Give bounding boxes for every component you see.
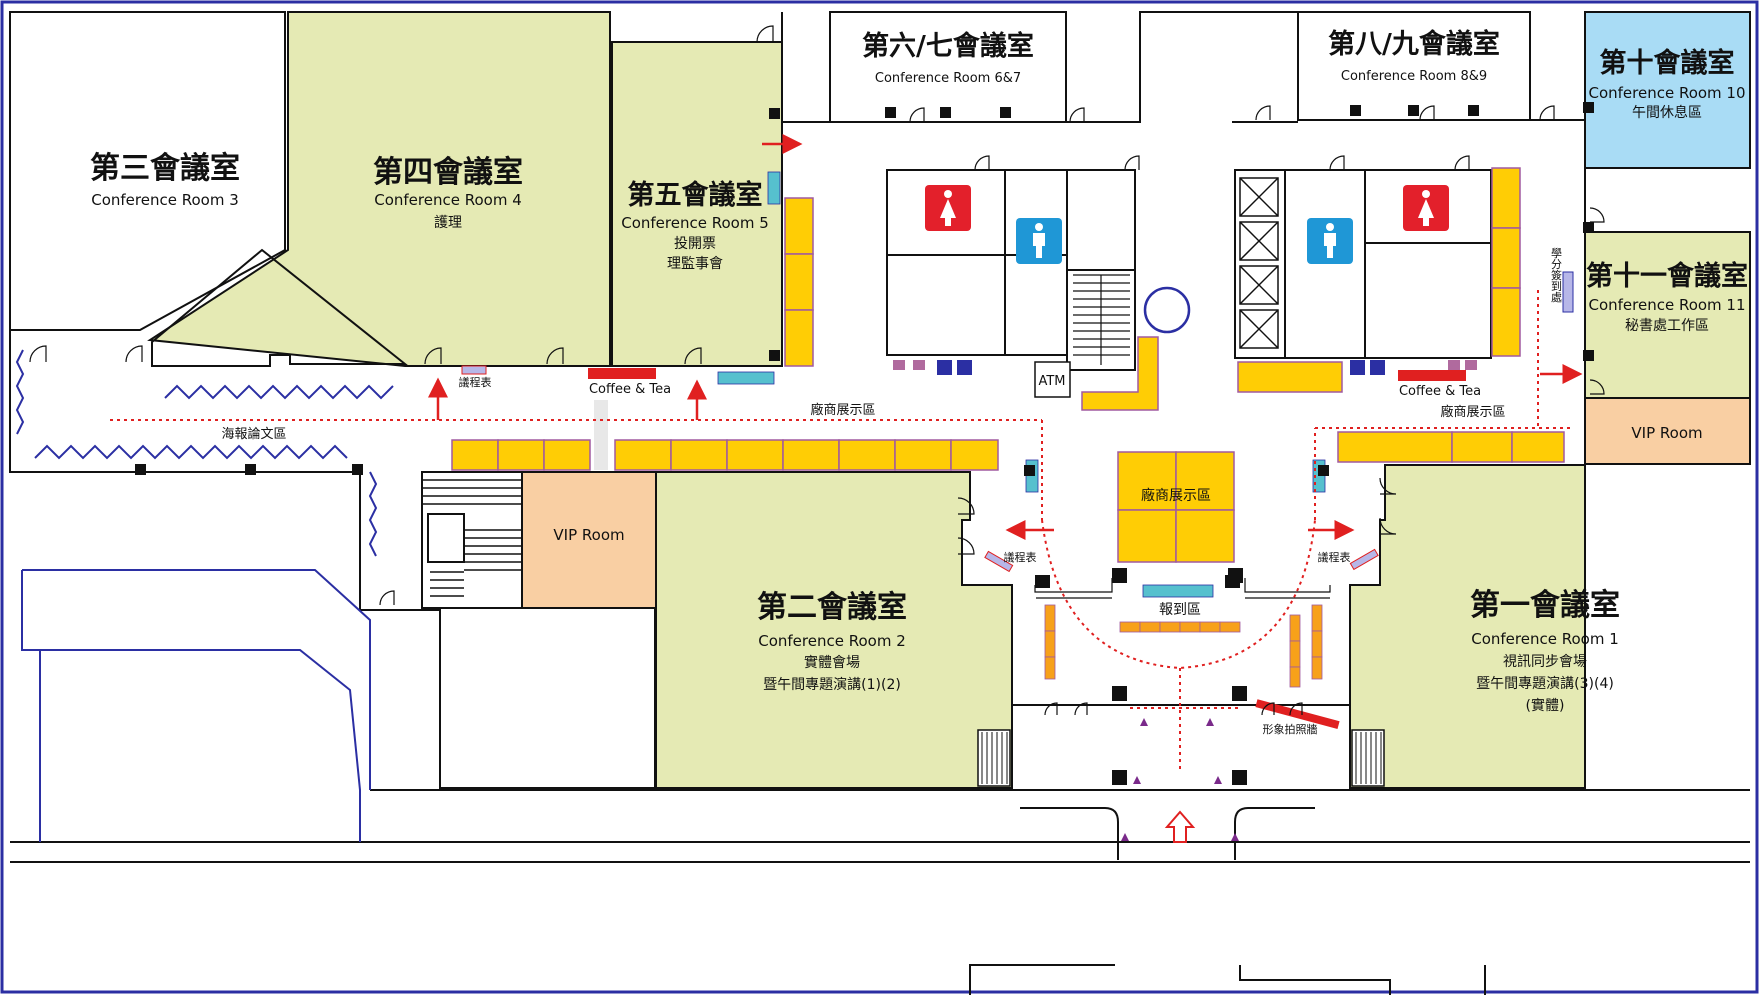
room67-name-en: Conference Room 6&7 xyxy=(875,71,1021,86)
doors xyxy=(29,25,1605,716)
room11-name-en: Conference Room 11 xyxy=(1588,296,1745,314)
agenda-right-label: 議程表 xyxy=(1318,550,1351,564)
agenda-board-right: 議程表 xyxy=(1318,548,1379,571)
room4-name-zh: 第四會議室 xyxy=(373,155,523,190)
stairs-west xyxy=(422,479,522,597)
conference-room-3[interactable]: 第三會議室 Conference Room 3 xyxy=(9,11,286,331)
room11-name-zh: 第十一會議室 xyxy=(1586,260,1748,292)
vip-right-label: VIP Room xyxy=(1631,424,1702,442)
room3-name-zh: 第三會議室 xyxy=(90,151,240,186)
poster-boards xyxy=(15,349,394,557)
conference-room-11[interactable]: 第十一會議室 Conference Room 11 秘書處工作區 xyxy=(1584,231,1751,399)
poster-area-label: 海報論文區 xyxy=(221,426,286,442)
vent-grilles xyxy=(977,729,1385,787)
conference-room-6-7[interactable]: 第六/七會議室 Conference Room 6&7 xyxy=(829,11,1067,123)
room10-name-en: Conference Room 10 xyxy=(1588,84,1745,102)
registration-area[interactable]: 報到區 xyxy=(1034,568,1331,688)
room1-name-en: Conference Room 1 xyxy=(1471,630,1619,648)
agenda-left-label: 議程表 xyxy=(1004,550,1037,564)
women-restroom-icon-left xyxy=(925,185,971,231)
room67-name-zh: 第六/七會議室 xyxy=(862,30,1034,62)
conference-room-1[interactable]: 第一會議室 Conference Room 1 視訊同步會場 暨午間專題演講(3… xyxy=(1349,464,1620,789)
room10-name-zh: 第十會議室 xyxy=(1600,47,1735,79)
registration-label: 報到區 xyxy=(1159,602,1201,618)
room3-name-en: Conference Room 3 xyxy=(91,191,239,209)
route-arrows xyxy=(428,134,1583,540)
room10-note: 午間休息區 xyxy=(1632,104,1702,121)
women-restroom-icon-right xyxy=(1403,185,1449,231)
room2-note2: 暨午間專題演講(1)(2) xyxy=(763,677,901,693)
room1-note3: (實體) xyxy=(1526,697,1565,714)
room4-note: 護理 xyxy=(434,215,462,231)
coffee-tea-right[interactable]: Coffee & Tea xyxy=(1398,370,1481,399)
credit-signin-label: 學分簽到處 xyxy=(1550,247,1563,303)
agenda-top-label: 議程表 xyxy=(459,375,492,389)
vendor-right-label: 廠商展示區 xyxy=(1440,404,1505,420)
vip-left-label: VIP Room xyxy=(553,526,624,544)
room4-name-en: Conference Room 4 xyxy=(374,191,522,209)
coffee-right-label: Coffee & Tea xyxy=(1399,384,1481,399)
coffee-tea-left[interactable]: Coffee & Tea xyxy=(588,368,671,397)
conference-room-5[interactable]: 第五會議室 Conference Room 5 投開票 理監事會 xyxy=(611,41,783,367)
vendor-left-label: 廠商展示區 xyxy=(810,402,875,418)
room89-name-zh: 第八/九會議室 xyxy=(1328,28,1500,60)
seating-blocks xyxy=(893,271,1574,375)
route-lines xyxy=(110,290,1570,770)
conference-room-8-9[interactable]: 第八/九會議室 Conference Room 8&9 xyxy=(1297,11,1531,121)
conference-room-10[interactable]: 第十會議室 Conference Room 10 午間休息區 xyxy=(1584,11,1751,169)
walkway-strip xyxy=(594,400,608,470)
room4-stage xyxy=(151,248,408,367)
agenda-board-top: 議程表 xyxy=(459,365,492,389)
annex-building xyxy=(21,569,371,842)
room5-note1: 投開票 xyxy=(674,236,716,252)
agenda-board-left: 議程表 xyxy=(984,550,1037,573)
room5-note2: 理監事會 xyxy=(667,255,723,272)
photo-wall-label: 形象拍照牆 xyxy=(1263,722,1318,736)
room5-name-en: Conference Room 5 xyxy=(621,214,769,232)
elevators xyxy=(1239,177,1279,349)
stairs-center xyxy=(1066,269,1136,371)
entrance-arrow-icon xyxy=(1164,810,1196,843)
round-pillar xyxy=(1143,286,1191,334)
room5-name-zh: 第五會議室 xyxy=(628,179,763,211)
men-restroom-icon-right xyxy=(1307,218,1353,264)
room1-name-zh: 第一會議室 xyxy=(1470,588,1620,623)
room89-name-en: Conference Room 8&9 xyxy=(1341,69,1487,84)
vip-room-right[interactable]: VIP Room xyxy=(1584,397,1751,465)
room1-note1: 視訊同步會場 xyxy=(1503,654,1587,670)
vendor-center-label: 廠商展示區 xyxy=(1141,487,1211,504)
markers-triangles xyxy=(1121,718,1239,841)
coffee-left-label: Coffee & Tea xyxy=(589,382,671,397)
room2-name-zh: 第二會議室 xyxy=(757,590,907,625)
conference-room-4[interactable]: 第四會議室 Conference Room 4 護理 xyxy=(147,11,611,367)
men-restroom-icon-left xyxy=(1016,218,1062,264)
conference-room-2[interactable]: 第二會議室 Conference Room 2 實體會場 暨午間專題演講(1)(… xyxy=(655,471,1013,789)
vip-room-left[interactable]: VIP Room xyxy=(521,471,657,609)
atm-kiosk[interactable]: ATM xyxy=(1034,361,1071,398)
room1-note2: 暨午間專題演講(3)(4) xyxy=(1476,676,1614,692)
atm-label: ATM xyxy=(1038,374,1065,389)
vendor-booths xyxy=(451,167,1565,563)
room11-note: 秘書處工作區 xyxy=(1625,318,1709,334)
room2-name-en: Conference Room 2 xyxy=(758,632,906,650)
room2-note1: 實體會場 xyxy=(804,654,860,671)
pillars xyxy=(135,102,1594,785)
photo-wall[interactable]: 形象拍照牆 xyxy=(1255,699,1340,736)
